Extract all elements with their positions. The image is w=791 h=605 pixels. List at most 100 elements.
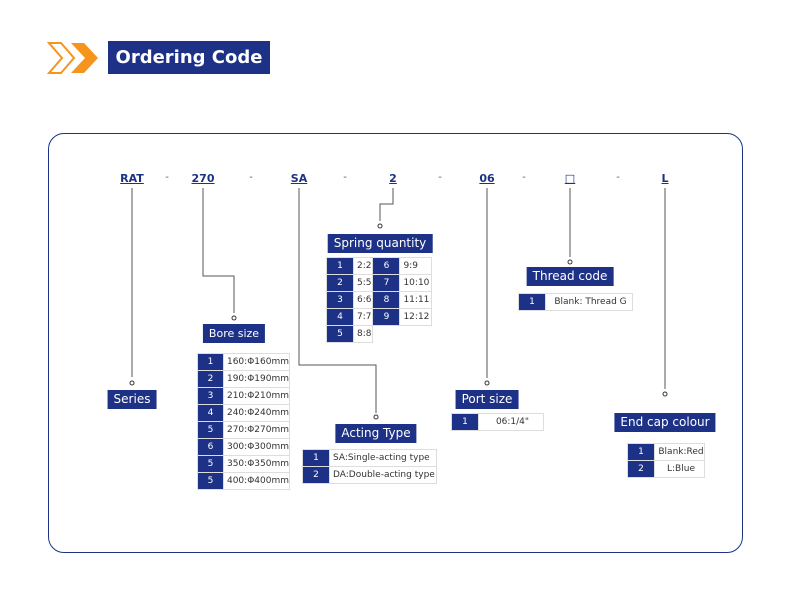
page-title: Ordering Code: [108, 41, 270, 74]
connector-dot: [662, 391, 668, 397]
option-value: 350:Φ350mm: [222, 455, 291, 473]
bore-size-label: Bore size: [202, 324, 266, 343]
option-number: 2: [197, 370, 224, 388]
option-number: 3: [326, 291, 354, 309]
acting-type-label: Acting Type: [335, 424, 417, 443]
code-part-endcap: L: [661, 172, 669, 185]
connector-dot: [484, 380, 490, 386]
option-number: 5: [197, 455, 224, 473]
option-value: 210:Φ210mm: [222, 387, 291, 405]
option-value: 240:Φ240mm: [222, 404, 291, 422]
code-part-spring: 2: [389, 172, 397, 185]
connector-dot: [567, 259, 573, 265]
option-number: 7: [372, 274, 401, 292]
option-number: 5: [197, 472, 224, 490]
option-value: 06:1/4": [478, 413, 544, 431]
option-number: 1: [326, 257, 354, 275]
connector-dot: [129, 380, 135, 386]
connector-dot: [377, 223, 383, 229]
option-number: 2: [627, 460, 655, 478]
option-number: 6: [197, 438, 224, 456]
option-number: 8: [372, 291, 401, 309]
option-value: 8:8: [352, 325, 374, 343]
code-separator: -: [165, 172, 169, 183]
option-number: 4: [326, 308, 354, 326]
option-value: 9:9: [399, 257, 432, 275]
option-value: 12:12: [399, 308, 432, 326]
spring-quantity-label: Spring quantity: [327, 234, 433, 253]
code-part-port: 06: [479, 172, 495, 185]
code-part-acting: SA: [290, 172, 308, 185]
option-number: 1: [197, 353, 224, 371]
option-number: 1: [518, 293, 546, 311]
option-value: 6:6: [352, 291, 374, 309]
option-value: 10:10: [399, 274, 432, 292]
option-value: Blank: Thread G: [545, 293, 633, 311]
option-number: 1: [451, 413, 479, 431]
code-separator: -: [616, 172, 620, 183]
thread-code-label: Thread code: [526, 267, 614, 286]
option-value: 300:Φ300mm: [222, 438, 291, 456]
option-number: 2: [326, 274, 354, 292]
ordering-code-panel: [48, 133, 743, 553]
code-part-series: RAT: [120, 172, 144, 185]
option-number: 2: [302, 466, 330, 484]
option-number: 3: [197, 387, 224, 405]
option-number: 5: [326, 325, 354, 343]
option-value: L:Blue: [654, 460, 705, 478]
option-number: 9: [372, 308, 401, 326]
option-value: DA:Double-acting type: [329, 466, 437, 484]
connector-dot: [231, 315, 237, 321]
option-value: 160:Φ160mm: [222, 353, 291, 371]
port-size-label: Port size: [455, 390, 519, 409]
option-number: 1: [627, 443, 655, 461]
option-value: 270:Φ270mm: [222, 421, 291, 439]
end-cap-colour-label: End cap colour: [614, 413, 716, 432]
option-value: 5:5: [352, 274, 374, 292]
code-part-bore: 270: [191, 172, 215, 185]
option-number: 4: [197, 404, 224, 422]
connector-dot: [373, 414, 379, 420]
option-value: 2:2: [352, 257, 374, 275]
code-part-thread: □: [564, 172, 576, 185]
code-separator: -: [249, 172, 253, 183]
option-number: 6: [372, 257, 401, 275]
option-value: 11:11: [399, 291, 432, 309]
code-separator: -: [343, 172, 347, 183]
option-value: 400:Φ400mm: [222, 472, 291, 490]
option-number: 5: [197, 421, 224, 439]
code-separator: -: [522, 172, 526, 183]
series-label: Series: [107, 390, 157, 409]
code-separator: -: [438, 172, 442, 183]
option-value: 7:7: [352, 308, 374, 326]
option-value: SA:Single-acting type: [329, 449, 437, 467]
option-number: 1: [302, 449, 330, 467]
double-chevron-icon: [47, 42, 98, 74]
